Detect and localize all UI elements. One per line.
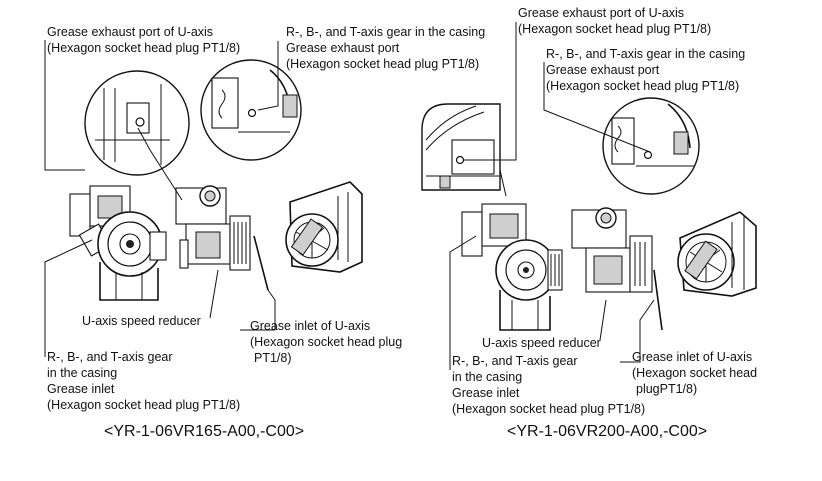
- right-robot-rear: [677, 211, 757, 297]
- right-u-exhaust-detail: [421, 103, 501, 191]
- label-left-rbt-exhaust-plug: (Hexagon socket head plug PT1/8): [286, 57, 480, 71]
- u-exhaust-port-icon: [455, 155, 465, 165]
- label-right-rbt-inlet-plug: (Hexagon socket head plug PT1/8): [452, 402, 646, 416]
- rbt-exhaust-port-icon: [643, 150, 653, 160]
- right-robot-front: [461, 203, 563, 331]
- label-right-rbt-gear2: in the casing: [452, 370, 523, 384]
- label-right-rbt-inlet: Grease inlet: [452, 386, 520, 400]
- label-left-grease-inlet-u-plug2: PT1/8): [254, 351, 292, 365]
- left-rbt-exhaust-detail: [200, 59, 302, 161]
- label-left-grease-inlet-u: Grease inlet of U-axis: [250, 319, 371, 333]
- label-right-grease-inlet-u-plug1: (Hexagon socket head: [632, 366, 758, 380]
- label-right-rbt-gear1: R-, B-, and T-axis gear: [452, 354, 578, 368]
- label-left-rbt-exhaust-port: Grease exhaust port: [286, 41, 400, 55]
- left-leader-lines: [44, 40, 279, 357]
- label-left-rbt-gear1: R-, B-, and T-axis gear: [47, 350, 173, 364]
- label-left-grease-inlet-u-plug1: (Hexagon socket head plug: [250, 335, 403, 349]
- right-leader-lines: [449, 22, 655, 370]
- label-right-rbt-gear-casing: R-, B-, and T-axis gear in the casing: [546, 47, 746, 61]
- left-u-exhaust-detail: [84, 70, 190, 176]
- label-right-rbt-exhaust-plug: (Hexagon socket head plug PT1/8): [546, 79, 740, 93]
- u-exhaust-port-icon: [135, 117, 145, 127]
- label-right-grease-inlet-u: Grease inlet of U-axis: [632, 350, 753, 364]
- right-figure: [421, 22, 757, 370]
- right-robot-side: [571, 207, 663, 331]
- left-robot-rear: [285, 181, 363, 273]
- left-robot-front: [69, 185, 167, 301]
- label-right-rbt-exhaust-port: Grease exhaust port: [546, 63, 660, 77]
- left-figure: [44, 40, 363, 357]
- right-rbt-exhaust-detail: [602, 97, 700, 195]
- label-left-rbt-gear2: in the casing: [47, 366, 118, 380]
- label-left-u-speed-reducer: U-axis speed reducer: [82, 314, 201, 328]
- label-left-grease-exhaust-u: Grease exhaust port of U-axis: [47, 25, 214, 39]
- caption-right-model: <YR-1-06VR200-A00,-C00>: [507, 423, 708, 440]
- label-left-rbt-inlet: Grease inlet: [47, 382, 115, 396]
- label-right-grease-exhaust-u-plug: (Hexagon socket head plug PT1/8): [518, 22, 712, 36]
- label-left-grease-exhaust-u-plug: (Hexagon socket head plug PT1/8): [47, 41, 241, 55]
- label-right-grease-inlet-u-plug2: plugPT1/8): [636, 382, 698, 396]
- left-robot-side: [175, 185, 269, 291]
- caption-left-model: <YR-1-06VR165-A00,-C00>: [104, 423, 305, 440]
- label-left-rbt-inlet-plug: (Hexagon socket head plug PT1/8): [47, 398, 241, 412]
- label-right-grease-exhaust-u: Grease exhaust port of U-axis: [518, 6, 685, 20]
- label-right-u-speed-reducer: U-axis speed reducer: [482, 336, 601, 350]
- label-left-rbt-gear-casing: R-, B-, and T-axis gear in the casing: [286, 25, 486, 39]
- rbt-exhaust-port-icon: [247, 108, 257, 118]
